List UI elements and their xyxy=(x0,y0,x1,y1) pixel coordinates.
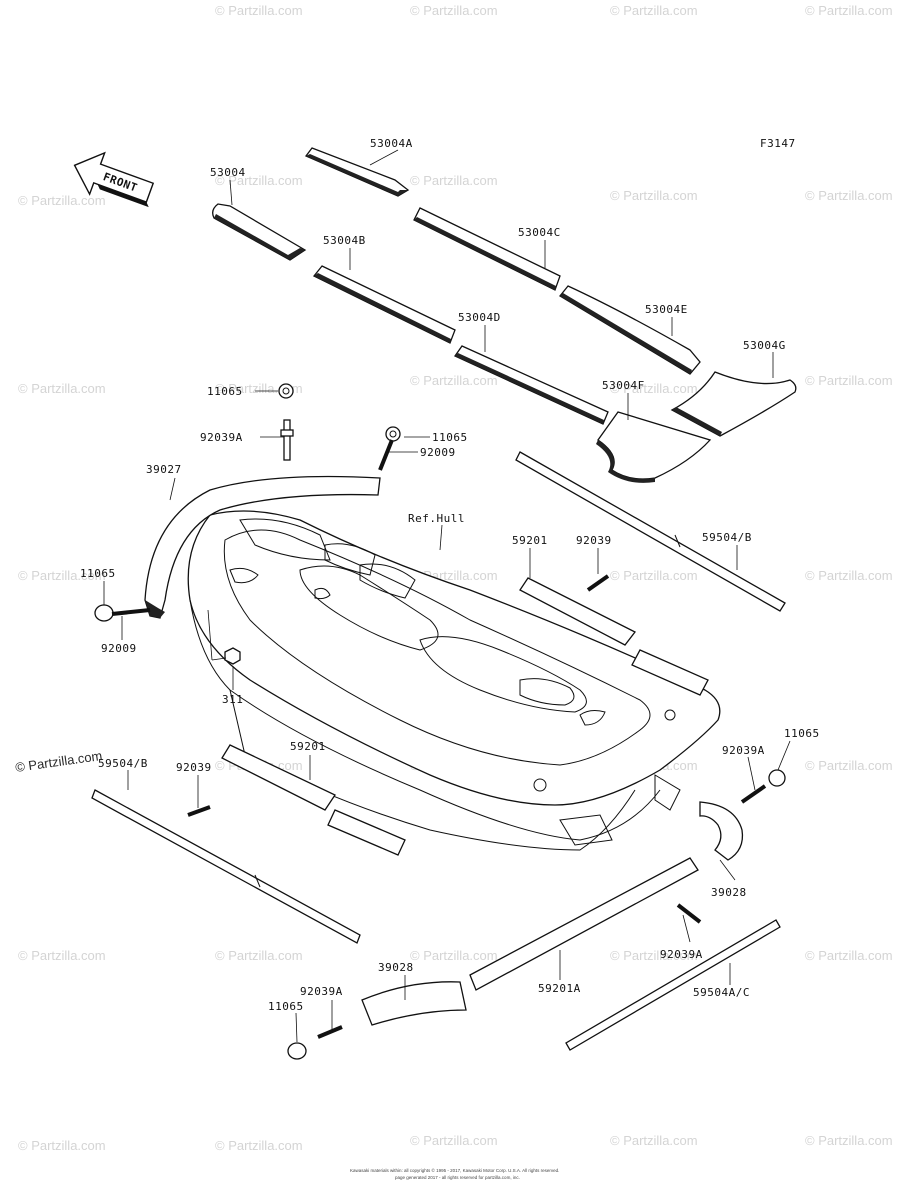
label-92039A: 92039A xyxy=(300,985,343,998)
mat-53004 xyxy=(212,203,307,261)
label-11065: 11065 xyxy=(207,385,243,398)
label-39028: 39028 xyxy=(711,886,747,899)
watermark: © Partzilla.com xyxy=(18,568,106,583)
watermark: © Partzilla.com xyxy=(610,381,698,396)
label-ref-hull: Ref.Hull xyxy=(408,512,465,525)
watermark: © Partzilla.com xyxy=(805,568,893,583)
label-92009: 92009 xyxy=(420,446,456,459)
bumper-39028-right xyxy=(699,801,744,861)
label-53004B: 53004B xyxy=(323,234,366,247)
watermark: © Partzilla.com xyxy=(18,948,106,963)
label-39027: 39027 xyxy=(146,463,182,476)
watermark: © Partzilla.com xyxy=(610,948,698,963)
watermark: © Partzilla.com xyxy=(215,948,303,963)
label-59201: 59201 xyxy=(512,534,548,547)
rail-59504B-top xyxy=(515,451,786,612)
cap-11065-left xyxy=(94,604,114,622)
watermark: © Partzilla.com xyxy=(18,193,106,208)
label-53004C: 53004C xyxy=(518,226,561,239)
bumper-39028-bottom xyxy=(361,981,467,1026)
label-53004F: 53004F xyxy=(602,379,645,392)
label-53004G: 53004G xyxy=(743,339,786,352)
rivet-92039-top xyxy=(586,574,610,592)
watermark: © Partzilla.com xyxy=(215,3,303,18)
screw-92009-left xyxy=(111,608,151,616)
label-59201: 59201 xyxy=(290,740,326,753)
rail-59201A xyxy=(469,857,699,991)
copyright-line-2: page generated 2017 - all rights reserve… xyxy=(395,1175,520,1180)
label-92039: 92039 xyxy=(576,534,612,547)
cap-11065-right xyxy=(768,769,786,787)
label-53004E: 53004E xyxy=(645,303,688,316)
label-39028: 39028 xyxy=(378,961,414,974)
watermark: © Partzilla.com xyxy=(805,373,893,388)
callout-labels: 53004 53004A 53004B 53004C 53004D 53004E… xyxy=(80,137,820,1013)
hull-outline xyxy=(187,510,721,851)
label-311: 311 xyxy=(222,693,243,706)
mat-53004G xyxy=(670,371,797,437)
label-59504AC: 59504A/C xyxy=(693,986,750,999)
watermark: © Partzilla.com xyxy=(410,373,498,388)
watermark: © Partzilla.com xyxy=(215,1138,303,1153)
mat-53004C xyxy=(413,207,561,291)
watermark: © Partzilla.com xyxy=(805,758,893,773)
nut-11065-center xyxy=(385,426,401,442)
nut-11065-top xyxy=(278,383,294,399)
rivet-92039-left xyxy=(187,805,211,817)
rail-59201-left xyxy=(221,744,406,856)
label-92039A: 92039A xyxy=(200,431,243,444)
label-53004A: 53004A xyxy=(370,137,413,150)
label-59504B: 59504/B xyxy=(98,757,148,770)
rivet-92039A-right xyxy=(740,784,767,804)
label-11065: 11065 xyxy=(432,431,468,444)
watermark: © Partzilla.com xyxy=(610,188,698,203)
rivet-92039A-top xyxy=(280,419,294,461)
diagram-code: F3147 xyxy=(760,137,796,150)
label-53004: 53004 xyxy=(210,166,246,179)
mat-53004A xyxy=(304,147,410,197)
watermark: © Partzilla.com xyxy=(610,1133,698,1148)
mat-53004F xyxy=(596,411,712,483)
watermark: © Partzilla.com xyxy=(805,1133,893,1148)
mat-53004B xyxy=(312,265,456,344)
watermark: © Partzilla.com xyxy=(410,173,498,188)
rivet-92039A-bottom xyxy=(317,1025,343,1039)
label-11065: 11065 xyxy=(268,1000,304,1013)
cap-11065-bottom xyxy=(287,1042,307,1060)
watermark: © Partzilla.com xyxy=(18,381,106,396)
watermark: © Partzilla.com xyxy=(805,948,893,963)
rivet-92039A-bottomright xyxy=(676,903,702,924)
watermark: © Partzilla.com xyxy=(215,173,303,188)
watermark-layer: © Partzilla.com © Partzilla.com © Partzi… xyxy=(14,3,892,1153)
watermark: © Partzilla.com xyxy=(18,1138,106,1153)
screw-92009-center xyxy=(378,439,394,471)
copyright-line-1: Kawasaki materials within: all copyright… xyxy=(350,1167,559,1173)
watermark: © Partzilla.com xyxy=(610,3,698,18)
watermark: © Partzilla.com xyxy=(410,3,498,18)
leader-lines xyxy=(103,149,791,1043)
label-11065: 11065 xyxy=(80,567,116,580)
label-11065: 11065 xyxy=(784,727,820,740)
label-59201A: 59201A xyxy=(538,982,581,995)
watermark: © Partzilla.com xyxy=(610,568,698,583)
label-92039A: 92039A xyxy=(722,744,765,757)
label-92009: 92009 xyxy=(101,642,137,655)
rail-59504B-left xyxy=(91,789,361,944)
watermark: © Partzilla.com xyxy=(805,3,893,18)
bumper-39027 xyxy=(144,475,381,619)
mat-53004E xyxy=(559,285,701,375)
mat-53004D xyxy=(454,345,609,425)
rail-59201-top xyxy=(519,577,709,696)
label-53004D: 53004D xyxy=(458,311,501,324)
watermark: © Partzilla.com xyxy=(410,948,498,963)
watermark-dark: © Partzilla.com xyxy=(14,748,103,775)
label-92039: 92039 xyxy=(176,761,212,774)
watermark: © Partzilla.com xyxy=(805,188,893,203)
label-59504B: 59504/B xyxy=(702,531,752,544)
nut-311 xyxy=(224,647,241,665)
watermark: © Partzilla.com xyxy=(410,1133,498,1148)
label-92039A: 92039A xyxy=(660,948,703,961)
rail-59504AC xyxy=(565,919,781,1051)
